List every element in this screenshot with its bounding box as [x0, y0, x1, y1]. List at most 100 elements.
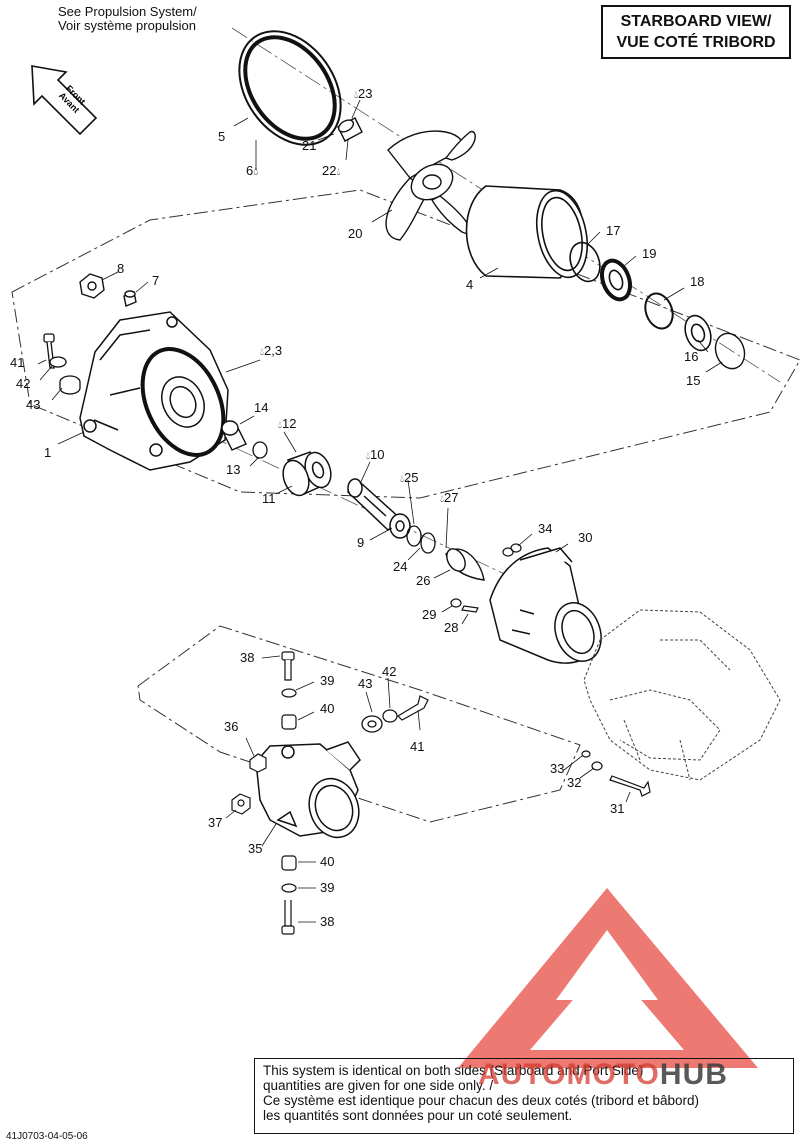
watermark-logo	[458, 888, 758, 1068]
part-30-venturi	[489, 547, 602, 664]
part-38-bolt-top	[281, 651, 295, 681]
callout-6: 6💧︎	[246, 163, 259, 178]
part-31-bolt	[609, 775, 651, 797]
part-11-bearing	[282, 451, 332, 497]
callout-12: 💧︎12	[278, 416, 297, 432]
callout-26: 26	[416, 573, 431, 588]
upper-group-outline	[11, 189, 800, 499]
part-36-nut	[249, 753, 267, 773]
callout-21: 21	[302, 138, 317, 153]
callout-4: 4	[466, 277, 474, 292]
oil-drop-icon: 💧︎	[366, 451, 370, 462]
part-17-circlip	[569, 241, 601, 283]
part-28-screw	[461, 605, 479, 613]
view-title-line1: STARBOARD VIEW/	[620, 13, 772, 30]
part-42-washer-lower	[382, 709, 398, 723]
callout-29: 29	[422, 607, 437, 622]
callout-42-lower: 42	[382, 664, 397, 679]
callout-33: 33	[550, 761, 565, 776]
part-33-washer	[581, 750, 591, 758]
part-24-o-ring-a	[406, 525, 422, 547]
ghost-nozzle-outline	[583, 609, 781, 781]
callout-8: 8	[117, 261, 125, 276]
part-19-seal	[599, 258, 633, 302]
note-line4: les quantités sont données pour un coté …	[263, 1108, 573, 1123]
front-direction-arrow-icon: Front Avant	[31, 65, 98, 136]
callout-28: 28	[444, 620, 459, 635]
see-propulsion-line1: See Propulsion System/	[58, 4, 197, 19]
oil-drop-icon: 💧︎	[336, 167, 341, 178]
oil-drop-icon: 💧︎	[400, 474, 404, 485]
oil-drop-icon: 💧︎	[260, 347, 264, 358]
part-14-bushing	[221, 420, 247, 451]
callout-31: 31	[610, 801, 625, 816]
callout-19: 19	[642, 246, 657, 261]
callout-41-lower: 41	[410, 739, 425, 754]
callout-25: 💧︎25	[400, 470, 419, 486]
callout-15: 15	[686, 373, 701, 388]
part-4-housing-cylinder	[465, 185, 588, 279]
callout-38-bottom: 38	[320, 914, 335, 929]
callout-1: 1	[44, 445, 52, 460]
callout-43-upper: 43	[26, 397, 41, 412]
watermark-text: AUTOMOTOHUB	[478, 1058, 728, 1091]
part-40-bushing-top	[281, 714, 297, 730]
part-37-nut	[231, 793, 251, 815]
callout-20: 20	[348, 226, 363, 241]
identical-sides-note: This system is identical on both sides (…	[254, 1058, 794, 1134]
view-title-box: STARBOARD VIEW/ VUE COTÉ TRIBORD	[601, 5, 791, 59]
part-1-pump-housing	[79, 311, 229, 471]
callout-16: 16	[684, 349, 699, 364]
part-9-shaft	[346, 478, 411, 539]
part-26-cap	[445, 548, 485, 581]
part-24-o-ring-b	[420, 532, 436, 554]
part-34-o-ring-a	[502, 547, 514, 557]
part-5-wear-ring	[238, 30, 342, 146]
part-34-o-ring-b	[510, 543, 522, 553]
callout-17: 17	[606, 223, 621, 238]
oil-drop-icon: 💧︎	[440, 494, 444, 505]
callout-35: 35	[248, 841, 263, 856]
callout-38-top: 38	[240, 650, 255, 665]
callout-9: 9	[357, 535, 365, 550]
callout-37: 37	[208, 815, 223, 830]
part-39-washer-bottom	[281, 883, 297, 893]
see-propulsion-line2: Voir système propulsion	[58, 18, 197, 33]
callout-22: 22💧︎	[322, 163, 341, 179]
note-line2: quantities are given for one side only. …	[263, 1078, 494, 1093]
callout-40-bottom: 40	[320, 854, 335, 869]
callout-36: 36	[224, 719, 239, 734]
oil-drop-icon: 💧︎	[278, 420, 282, 431]
callout-18: 18	[690, 274, 705, 289]
part-20-impeller	[385, 130, 476, 241]
part-43-spacer-upper	[59, 375, 81, 395]
part-40-bushing-bottom	[281, 855, 297, 871]
part-35-nozzle	[255, 741, 361, 839]
callout-39-bottom: 39	[320, 880, 335, 895]
callout-2-3: 💧︎2,3	[260, 343, 283, 359]
callout-10: 💧︎10	[366, 447, 385, 463]
callout-23: 💧︎23	[354, 86, 373, 102]
oil-drop-icon: 💧︎	[354, 90, 358, 101]
part-21-sleeve	[337, 117, 363, 142]
view-title-line2: VUE COTÉ TRIBORD	[616, 34, 776, 51]
callout-30: 30	[578, 530, 593, 545]
part-29-washer	[450, 598, 462, 608]
callout-43-lower: 43	[358, 676, 373, 691]
lower-group-outline	[137, 625, 581, 823]
callout-11: 11	[262, 491, 276, 506]
callout-27: 💧︎27	[440, 490, 459, 506]
callout-39-top: 39	[320, 673, 335, 688]
callout-34: 34	[538, 521, 553, 536]
oil-drop-icon: 💧︎	[253, 163, 259, 178]
callout-40-top: 40	[320, 701, 335, 716]
callout-42-upper: 42	[16, 376, 31, 391]
part-16-bearing	[684, 314, 712, 352]
leader-lines	[37, 99, 723, 923]
drawing-reference-number: 41J0703-04-05-06	[6, 1131, 88, 1142]
part-7-pin	[123, 290, 137, 307]
part-32-washer	[591, 761, 603, 771]
part-38-bolt-bottom	[281, 900, 295, 935]
